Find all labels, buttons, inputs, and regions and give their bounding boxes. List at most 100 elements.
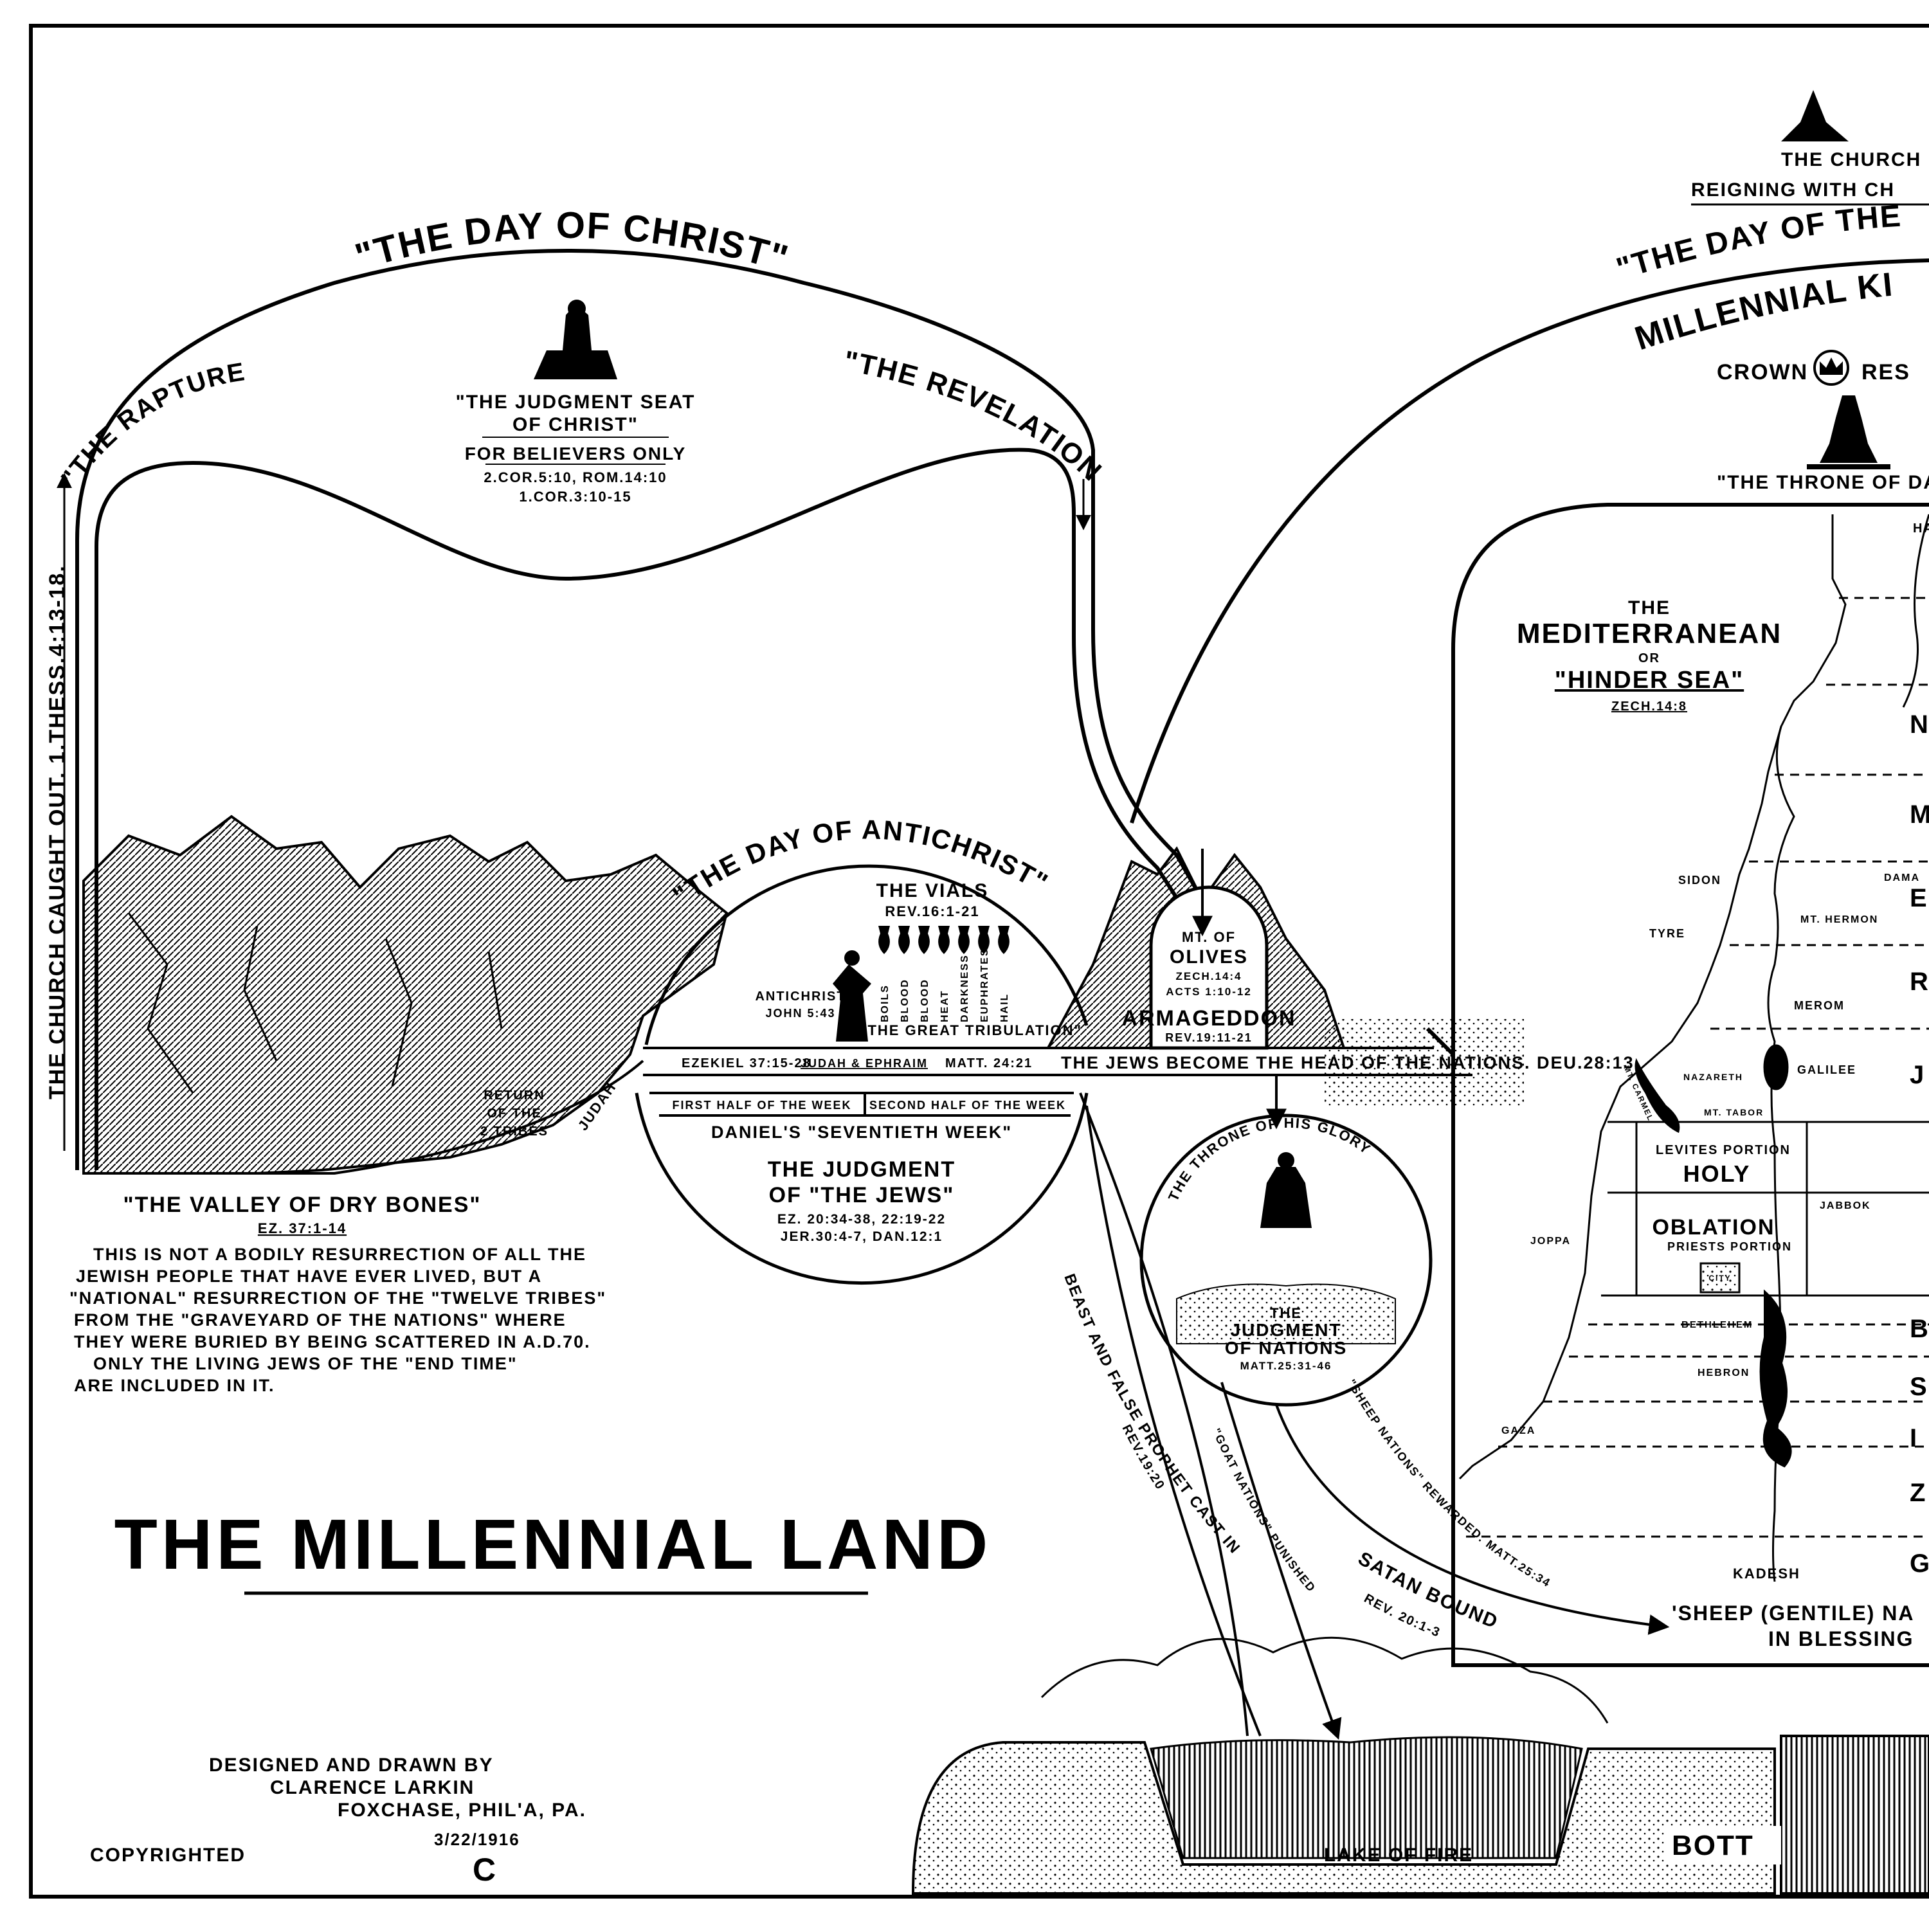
olives-text: MT. OF OLIVES ZECH.14:4 ACTS 1:10-12 ARM… bbox=[1121, 929, 1294, 1044]
judgment-seat-line-1: "THE JUDGMENT SEAT bbox=[455, 392, 695, 413]
valley-note-7: ARE INCLUDED IN IT. bbox=[74, 1376, 275, 1395]
place-nazareth: NAZARETH bbox=[1683, 1072, 1743, 1082]
credits-date: 3/22/1916 bbox=[434, 1830, 520, 1849]
church-reigning-line-1: THE CHURCH bbox=[1781, 149, 1921, 170]
olives-line-4: ACTS 1:10-12 bbox=[1166, 986, 1252, 998]
valley-note-6: ONLY THE LIVING JEWS OF THE "END TIME" bbox=[93, 1354, 518, 1373]
olives-line-1: MT. OF bbox=[1182, 929, 1236, 945]
sea-line-1: THE bbox=[1628, 597, 1671, 618]
judgment-nations-line-3: OF NATIONS bbox=[1225, 1338, 1348, 1358]
place-hermon: MT. HERMON bbox=[1800, 914, 1878, 925]
crown-icon bbox=[1813, 350, 1849, 386]
place-dama: DAMA bbox=[1884, 872, 1920, 883]
throne-figure bbox=[1176, 1152, 1396, 1344]
judgment-jews-line-1: THE JUDGMENT bbox=[768, 1157, 955, 1182]
place-tyre: TYRE bbox=[1649, 927, 1685, 940]
bottomless-label: BOTT bbox=[1672, 1830, 1754, 1861]
sheep-in-blessing: 'SHEEP (GENTILE) NA IN BLESSING bbox=[1672, 1602, 1914, 1650]
return-line-3: 2 TRIBES bbox=[480, 1124, 548, 1139]
antichrist-label: ANTICHRIST bbox=[755, 989, 846, 1004]
antichrist-circle bbox=[635, 864, 1089, 1285]
oblation-label: OBLATION bbox=[1652, 1215, 1775, 1240]
tribe-letter: Z bbox=[1910, 1479, 1926, 1507]
valley-note-1: THIS IS NOT A BODILY RESURRECTION OF ALL… bbox=[93, 1245, 586, 1264]
antichrist-figure bbox=[833, 950, 871, 1042]
olives-line-3: ZECH.14:4 bbox=[1175, 970, 1242, 982]
copyright: COPYRIGHTED bbox=[90, 1845, 246, 1866]
place-kadesh: KADESH bbox=[1733, 1566, 1800, 1582]
lake-of-fire bbox=[911, 1636, 1776, 1895]
judgment-arrows bbox=[1079, 1092, 1670, 1740]
judgment-jews-line-4: JER.30:4-7, DAN.12:1 bbox=[781, 1229, 943, 1244]
vials-ref: REV.16:1-21 bbox=[885, 903, 979, 919]
return-line-1: RETURN bbox=[484, 1088, 545, 1103]
vial-icon bbox=[918, 926, 930, 954]
judah-ephraim-label: JUDAH & EPHRAIM bbox=[801, 1057, 928, 1070]
vial-label: HEAT bbox=[939, 990, 950, 1022]
millennial-kingdom-label: MILLENNIAL KI bbox=[1631, 266, 1896, 358]
valley-note-2: JEWISH PEOPLE THAT HAVE EVER LIVED, BUT … bbox=[76, 1267, 542, 1286]
seventieth-week-label: DANIEL'S "SEVENTIETH WEEK" bbox=[711, 1123, 1012, 1142]
head-of-nations-label: THE JEWS BECOME THE HEAD OF THE NATIONS.… bbox=[1061, 1053, 1635, 1072]
main-title: THE MILLENNIAL LAND bbox=[114, 1505, 992, 1584]
vial-icon bbox=[998, 926, 1010, 954]
place-sidon: SIDON bbox=[1678, 874, 1721, 887]
vial-label: BOILS bbox=[880, 984, 891, 1022]
sea-line-5: ZECH.14:8 bbox=[1611, 700, 1687, 714]
satan-bound-label: SATAN BOUND bbox=[1354, 1548, 1501, 1632]
throne-of-david-icon bbox=[1807, 395, 1890, 469]
sea-line-2: MEDITERRANEAN bbox=[1517, 618, 1782, 649]
judgment-nations-line-2: JUDGMENT bbox=[1230, 1320, 1341, 1340]
valley-note: THIS IS NOT A BODILY RESURRECTION OF ALL… bbox=[69, 1245, 605, 1395]
judgment-seat-line-2: OF CHRIST" bbox=[512, 414, 638, 435]
church-caught-out-label: THE CHURCH CAUGHT OUT. 1.THESS.4:13-18. bbox=[45, 564, 69, 1099]
ezekiel-ref: EZEKIEL 37:15-28 bbox=[682, 1056, 811, 1070]
vial-label: DARKNESS bbox=[959, 954, 970, 1022]
frame bbox=[29, 24, 1929, 1899]
place-joppa: JOPPA bbox=[1530, 1236, 1571, 1247]
church-reigning-illustration bbox=[1781, 90, 1849, 141]
tribe-letter: M bbox=[1910, 800, 1929, 829]
throne-of-david-label: "THE THRONE OF DA bbox=[1717, 472, 1929, 493]
levites-portion-label: LEVITES PORTION bbox=[1656, 1143, 1791, 1157]
holy-label: HOLY bbox=[1683, 1160, 1751, 1187]
crown-label: CROWN bbox=[1717, 360, 1808, 384]
han-label: HAN bbox=[1913, 521, 1929, 536]
monogram: C bbox=[473, 1852, 496, 1888]
bottomless-pit bbox=[1780, 1735, 1929, 1895]
judgment-nations-line-4: MATT.25:31-46 bbox=[1240, 1360, 1332, 1372]
sheep-blessing-line-2: IN BLESSING bbox=[1768, 1627, 1914, 1650]
tribe-boundaries bbox=[1466, 597, 1929, 1538]
place-gaza: GAZA bbox=[1501, 1425, 1535, 1436]
vial-label: BLOOD bbox=[900, 979, 910, 1022]
tribe-letter: G bbox=[1910, 1549, 1929, 1578]
sea-line-3: OR bbox=[1638, 651, 1660, 665]
vial-label: HAIL bbox=[999, 993, 1010, 1022]
judgment-of-nations: THE JUDGMENT OF NATIONS MATT.25:31-46 bbox=[1225, 1305, 1348, 1372]
judgment-seat-figure bbox=[534, 300, 617, 379]
second-half-label: SECOND HALF OF THE WEEK bbox=[869, 1099, 1066, 1112]
tribe-letter: R bbox=[1910, 968, 1929, 996]
tribe-letter: E bbox=[1910, 884, 1928, 912]
place-bethlehem: BETHLEHEM bbox=[1681, 1319, 1753, 1330]
day-of-antichrist-label: "THE DAY OF ANTICHRIST" bbox=[667, 815, 1054, 912]
judgment-seat-line-3: FOR BELIEVERS ONLY bbox=[465, 444, 687, 464]
tribe-letter: I bbox=[1910, 1424, 1918, 1452]
place-merom: MEROM bbox=[1794, 999, 1845, 1012]
matt-ref: MATT. 24:21 bbox=[945, 1056, 1033, 1070]
first-half-label: FIRST HALF OF THE WEEK bbox=[673, 1099, 852, 1112]
tribe-letter: B bbox=[1910, 1315, 1929, 1343]
great-tribulation-label: "THE GREAT TRIBULATION" bbox=[860, 1022, 1082, 1038]
tribe-letter: S bbox=[1910, 1373, 1928, 1401]
vial-label: EUPHRATES bbox=[979, 948, 990, 1023]
tribe-letter: N bbox=[1910, 710, 1929, 739]
credits-line-3: FOXCHASE, PHIL'A, PA. bbox=[338, 1800, 586, 1821]
judgment-jews-line-2: OF "THE JEWS" bbox=[769, 1183, 955, 1207]
credits-line-1: DESIGNED AND DRAWN BY bbox=[209, 1755, 494, 1776]
olives-line-2: OLIVES bbox=[1170, 946, 1248, 968]
rest-label: RES bbox=[1861, 360, 1910, 384]
day-of-christ-loop bbox=[75, 249, 1204, 1170]
valley-ref: EZ. 37:1-14 bbox=[258, 1220, 347, 1236]
